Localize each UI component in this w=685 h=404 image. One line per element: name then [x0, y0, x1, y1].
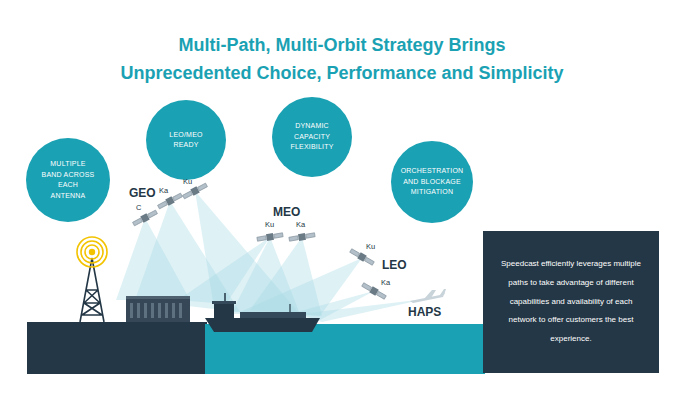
station-roof: [126, 296, 190, 299]
haps-aircraft: [410, 289, 446, 303]
signal-beams: [116, 191, 425, 322]
signal-source: [89, 249, 95, 255]
platform-label: HAPS: [408, 305, 441, 319]
feature-circle: MULTIPLE BAND ACROSS EACH ANTENNA: [26, 138, 110, 222]
station-window: [130, 303, 133, 318]
band-label: Ku: [183, 177, 192, 186]
circle-text: ORCHESTRATION AND BLOCKAGE MITIGATION: [399, 166, 465, 198]
station-window: [165, 303, 168, 318]
ship-bridge: [214, 303, 234, 318]
box-text: Speedcast efficiently leverages multiple…: [495, 255, 647, 349]
station-window: [172, 303, 175, 318]
feature-circle: LEO/MEO READY: [146, 100, 226, 180]
circle-text: DYNAMIC CAPACITY FLEXIBILITY: [281, 121, 343, 153]
ship: [205, 293, 320, 332]
title: Multi-Path, Multi-Orbit Strategy Brings …: [116, 31, 568, 87]
signal-ring: [85, 245, 99, 259]
station-window: [158, 303, 161, 318]
station-building: [126, 298, 190, 322]
signal-beam: [240, 258, 362, 316]
band-label: Ka: [159, 186, 168, 195]
land: [27, 322, 207, 374]
info-box: Speedcast efficiently leverages multiple…: [483, 231, 659, 373]
station-window: [151, 303, 154, 318]
circle-text: MULTIPLE BAND ACROSS EACH ANTENNA: [41, 159, 95, 201]
signal-ring: [77, 237, 107, 267]
station-window: [144, 303, 147, 318]
station-window: [137, 303, 140, 318]
ship-mast: [224, 293, 226, 301]
feature-circle: DYNAMIC CAPACITY FLEXIBILITY: [272, 97, 352, 177]
ground-station: [126, 296, 190, 322]
band-label: Ka: [381, 278, 390, 287]
ship-cargo: [240, 312, 306, 318]
signal-ring: [81, 241, 103, 263]
station-window: [179, 303, 182, 318]
circle-fill: [146, 100, 226, 180]
circle-text: LEO/MEO READY: [160, 130, 212, 151]
orbit-label: MEO: [273, 205, 300, 219]
radio-tower: [77, 237, 107, 322]
aircraft-tail: [440, 289, 446, 295]
ship-hull: [205, 318, 320, 332]
circle-fill: [26, 138, 110, 222]
satellite: [132, 209, 158, 227]
ship-bridge-roof: [212, 301, 236, 304]
band-label: C: [136, 203, 141, 212]
satellite: [289, 231, 316, 242]
band-label: Ka: [296, 220, 305, 229]
satellite: [257, 231, 284, 242]
circle-outline: [26, 138, 110, 222]
circle-outline: [146, 100, 226, 180]
band-label: Ku: [265, 220, 274, 229]
ship-mast: [289, 304, 290, 312]
band-label: Ku: [366, 242, 375, 251]
orbit-label: LEO: [382, 258, 407, 272]
feature-circle: ORCHESTRATION AND BLOCKAGE MITIGATION: [391, 141, 473, 223]
circle-fill: [391, 141, 473, 223]
orbit-label: GEO: [129, 186, 156, 200]
aircraft-wing: [424, 290, 436, 299]
circle-fill: [272, 97, 352, 177]
